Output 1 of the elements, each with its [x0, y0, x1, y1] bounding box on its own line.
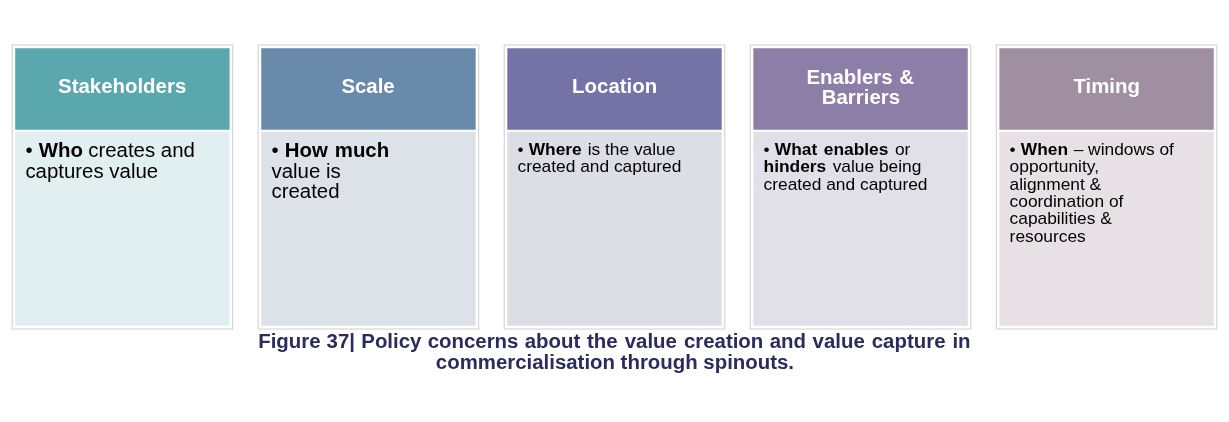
caption: Figure 37| Policy concerns about the value creation and value capture in commercialisation through spinouts. [258, 329, 971, 373]
